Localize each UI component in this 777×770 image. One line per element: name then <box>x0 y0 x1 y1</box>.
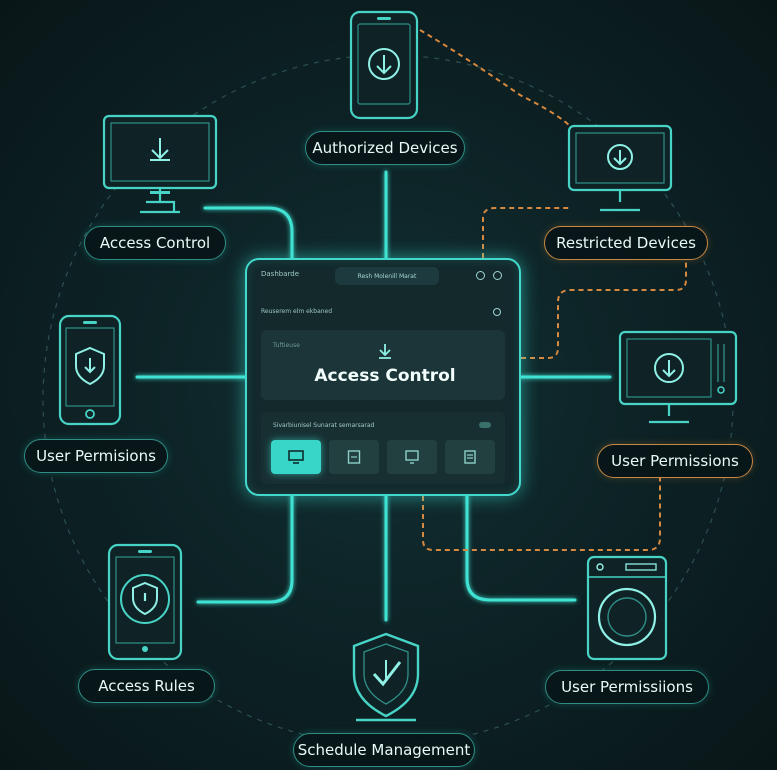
label-access-control[interactable]: Access Control <box>84 226 226 260</box>
device-button-4[interactable] <box>445 440 495 474</box>
tablet-icon <box>347 450 361 464</box>
label-user-permisions[interactable]: User Permisions <box>24 439 168 473</box>
label-user-permissiions[interactable]: User Permissiions <box>545 670 709 704</box>
shield-check-icon <box>352 632 420 722</box>
washing-machine-icon <box>586 555 668 661</box>
monitor-icon <box>288 450 304 464</box>
panel-subheader: Reuserem elm ekbaned <box>261 308 333 315</box>
monitor-download-icon <box>102 114 218 214</box>
phone-download-icon <box>349 10 419 120</box>
phone-lock-icon <box>107 543 183 661</box>
panel-section-label: Sivarbiunisel Sunarat semarsarad <box>273 422 375 429</box>
device-button-3[interactable] <box>387 440 437 474</box>
dashed-lower-right <box>422 475 661 551</box>
panel-top-bar: Dashbarde Resh Molenill Marat <box>247 260 519 290</box>
connector-access-control <box>203 206 294 260</box>
phone-shield-icon <box>58 314 122 426</box>
panel-card-label: Tuftieuse <box>273 342 300 349</box>
dashed-restricted <box>482 207 570 258</box>
device-button-2[interactable] <box>329 440 379 474</box>
access-control-panel[interactable]: Dashbarde Resh Molenill Marat Reuserem e… <box>245 258 521 496</box>
label-access-rules[interactable]: Access Rules <box>78 669 215 703</box>
connector-access-rules <box>196 494 294 604</box>
settings-icon[interactable] <box>493 271 502 280</box>
panel-title-card <box>261 330 505 400</box>
tv-download-icon <box>618 330 738 424</box>
dashed-top-right <box>419 29 573 129</box>
panel-logo-text: Dashbarde <box>261 270 300 278</box>
refresh-icon[interactable] <box>493 308 501 316</box>
download-check-icon <box>379 344 391 359</box>
user-icon[interactable] <box>476 271 485 280</box>
label-authorized-devices[interactable]: Authorized Devices <box>305 131 465 165</box>
panel-tab[interactable]: Resh Molenill Marat <box>335 267 439 285</box>
connector-user-permissiions <box>465 494 577 602</box>
label-schedule-management[interactable]: Schedule Management <box>293 733 475 767</box>
document-icon <box>464 450 476 464</box>
label-restricted-devices[interactable]: Restricted Devices <box>544 226 708 260</box>
panel-title: Access Control <box>314 366 456 386</box>
laptop-icon <box>405 450 419 464</box>
monitor-download-right-icon <box>567 124 673 212</box>
device-button-1[interactable] <box>271 440 321 474</box>
label-user-permissions[interactable]: User Permissions <box>597 444 753 478</box>
section-toggle[interactable] <box>479 422 491 428</box>
